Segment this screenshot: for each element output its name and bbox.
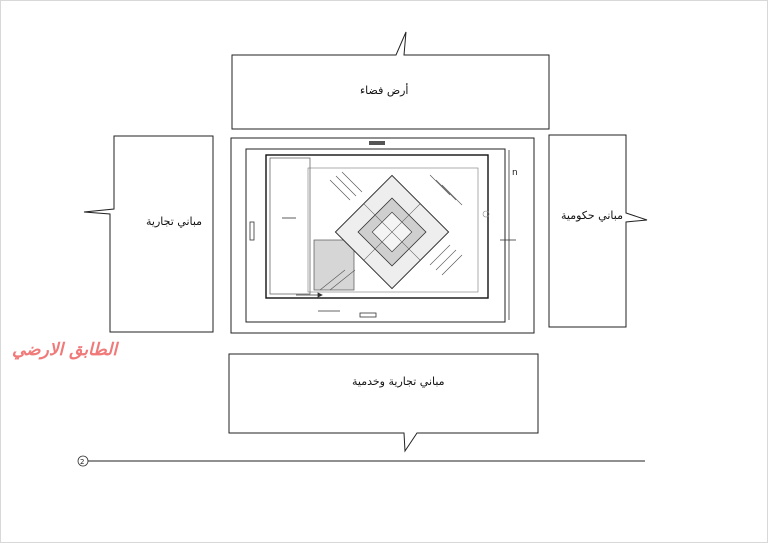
left-callout-label: مباني تجارية <box>146 215 203 228</box>
north-label: n <box>512 168 518 178</box>
north-marker <box>482 210 490 218</box>
section-marker-number: 2 <box>80 458 84 466</box>
plan-title-tag <box>369 141 385 145</box>
plan-scale-tag <box>359 312 377 318</box>
building-outline <box>307 167 479 293</box>
plan-arrows <box>282 150 516 320</box>
sheet-title: الطابق الارضي <box>12 340 118 360</box>
plan-frame <box>230 137 535 334</box>
bottom-callout-box <box>228 353 539 453</box>
top-callout-label: أرض فضاء <box>360 84 409 97</box>
right-callout-box <box>548 134 648 328</box>
parking-marks <box>319 171 463 291</box>
left-callout-box <box>83 135 214 333</box>
top-callout-box <box>231 31 550 130</box>
rotated-building <box>334 174 450 290</box>
hatched-block <box>313 239 355 291</box>
plan-site-boundary <box>265 154 489 299</box>
plan-inner-frame <box>245 148 506 323</box>
right-callout-label: مباني حكومية <box>561 209 623 222</box>
left-wing <box>269 157 311 295</box>
plan-side-tag <box>249 221 255 241</box>
bottom-callout-label: مباني تجارية وخدمية <box>352 375 445 388</box>
